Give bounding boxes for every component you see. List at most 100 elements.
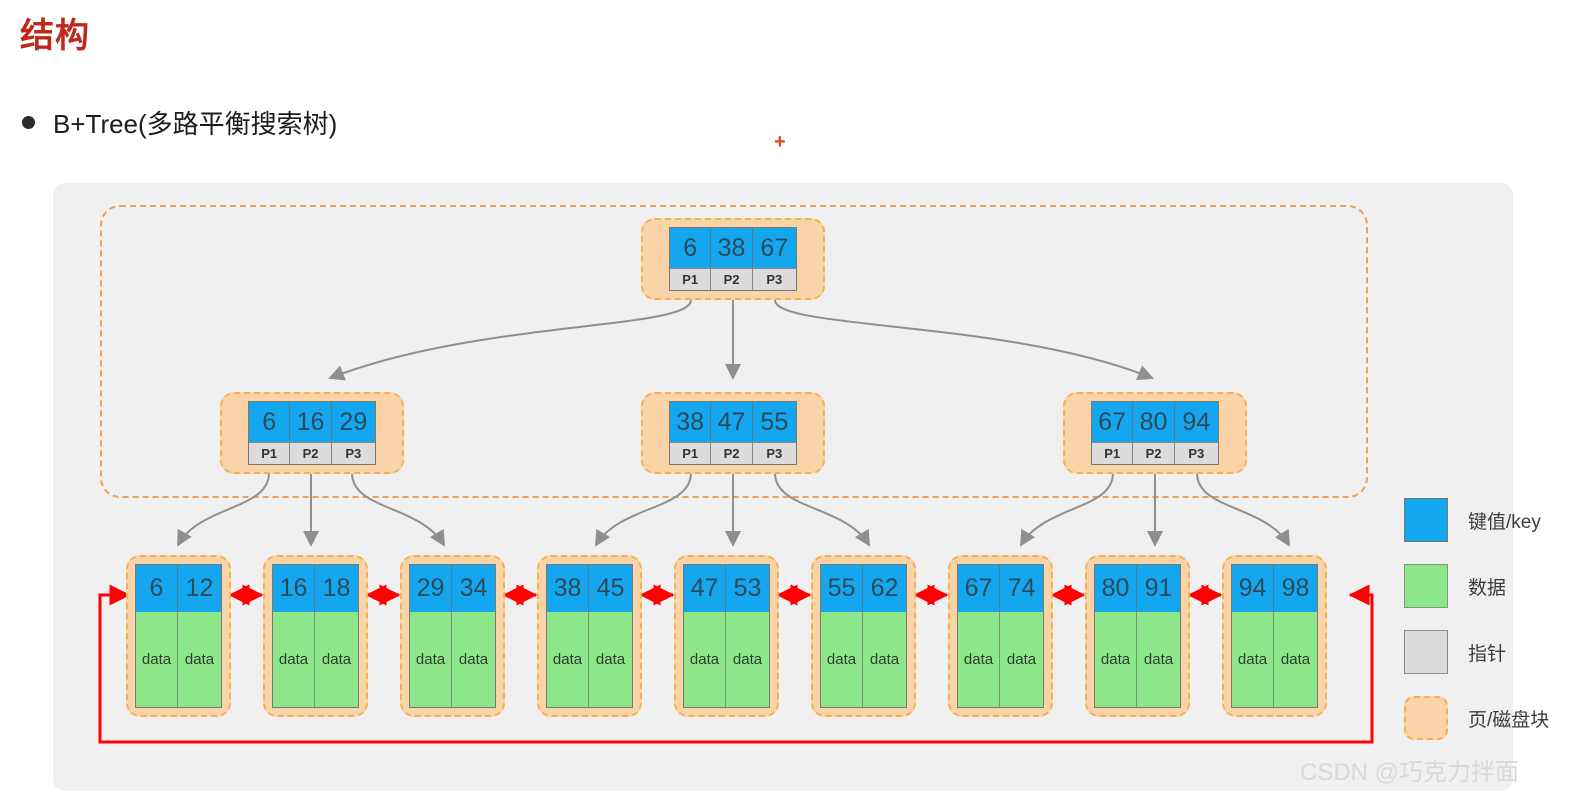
internal-pointer-cell[interactable]: P1 xyxy=(249,442,291,464)
leaf-key-cell[interactable]: 74 xyxy=(1000,565,1043,612)
leaf-page-box[interactable]: 80 91 data data xyxy=(1085,555,1190,717)
internal-pointer-cell[interactable]: P1 xyxy=(1092,442,1134,464)
leaf-data-cell[interactable]: data xyxy=(410,612,453,707)
leaf-key-cell[interactable]: 12 xyxy=(178,565,221,612)
leaf-key-cell[interactable]: 91 xyxy=(1137,565,1180,612)
leaf-key-row: 94 98 xyxy=(1232,565,1317,612)
leaf-key-row: 29 34 xyxy=(410,565,495,612)
leaf-key-cell[interactable]: 45 xyxy=(589,565,632,612)
leaf-key-cell[interactable]: 18 xyxy=(315,565,358,612)
leaf-node[interactable]: 29 34 data data xyxy=(409,564,496,708)
leaf-node[interactable]: 80 91 data data xyxy=(1094,564,1181,708)
leaf-page-box[interactable]: 94 98 data data xyxy=(1222,555,1327,717)
watermark: CSDN @巧克力拌面 xyxy=(1300,759,1520,786)
internal-key-cell[interactable]: 47 xyxy=(711,402,753,442)
root-pointer-cell[interactable]: P2 xyxy=(711,268,753,290)
internal-page-box[interactable]: 38 47 55 P1 P2 P3 xyxy=(641,392,825,474)
internal-pointer-row: P1 P2 P3 xyxy=(249,442,375,464)
leaf-data-cell[interactable]: data xyxy=(1095,612,1138,707)
internal-key-cell[interactable]: 80 xyxy=(1133,402,1175,442)
leaf-key-cell[interactable]: 67 xyxy=(958,565,1001,612)
leaf-data-cell[interactable]: data xyxy=(821,612,864,707)
root-key-cell[interactable]: 38 xyxy=(711,228,753,268)
leaf-page-box[interactable]: 55 62 data data xyxy=(811,555,916,717)
internal-page-box[interactable]: 67 80 94 P1 P2 P3 xyxy=(1063,392,1247,474)
leaf-key-cell[interactable]: 94 xyxy=(1232,565,1275,612)
leaf-node[interactable]: 16 18 data data xyxy=(272,564,359,708)
root-pointer-cell[interactable]: P1 xyxy=(670,268,712,290)
leaf-node[interactable]: 38 45 data data xyxy=(546,564,633,708)
internal-pointer-row: P1 P2 P3 xyxy=(1092,442,1218,464)
legend-swatch-pointer-icon xyxy=(1404,630,1448,674)
leaf-data-cell[interactable]: data xyxy=(547,612,590,707)
internal-key-cell[interactable]: 16 xyxy=(290,402,332,442)
root-key-cell[interactable]: 67 xyxy=(752,228,796,268)
internal-pointer-cell[interactable]: P2 xyxy=(290,442,332,464)
leaf-page-box[interactable]: 38 45 data data xyxy=(537,555,642,717)
leaf-data-cell[interactable]: data xyxy=(273,612,316,707)
root-node[interactable]: 6 38 67 P1 P2 P3 xyxy=(669,227,797,291)
leaf-data-cell[interactable]: data xyxy=(178,612,221,707)
leaf-key-cell[interactable]: 98 xyxy=(1274,565,1317,612)
leaf-data-cell[interactable]: data xyxy=(589,612,632,707)
leaf-node[interactable]: 67 74 data data xyxy=(957,564,1044,708)
leaf-key-cell[interactable]: 6 xyxy=(136,565,179,612)
leaf-data-row: data data xyxy=(410,612,495,707)
leaf-key-cell[interactable]: 55 xyxy=(821,565,864,612)
internal-key-cell[interactable]: 94 xyxy=(1174,402,1218,442)
root-page-box[interactable]: 6 38 67 P1 P2 P3 xyxy=(641,218,825,300)
internal-key-cell[interactable]: 67 xyxy=(1092,402,1134,442)
leaf-page-box[interactable]: 47 53 data data xyxy=(674,555,779,717)
leaf-data-cell[interactable]: data xyxy=(315,612,358,707)
leaf-page-box[interactable]: 16 18 data data xyxy=(263,555,368,717)
internal-pointer-cell[interactable]: P3 xyxy=(331,442,375,464)
leaf-data-cell[interactable]: data xyxy=(452,612,495,707)
leaf-key-cell[interactable]: 47 xyxy=(684,565,727,612)
leaf-key-cell[interactable]: 29 xyxy=(410,565,453,612)
internal-pointer-cell[interactable]: P3 xyxy=(752,442,796,464)
internal-node[interactable]: 6 16 29 P1 P2 P3 xyxy=(248,401,376,465)
root-pointer-cell[interactable]: P3 xyxy=(752,268,796,290)
internal-key-cell[interactable]: 29 xyxy=(331,402,375,442)
leaf-key-cell[interactable]: 34 xyxy=(452,565,495,612)
internal-pointer-cell[interactable]: P2 xyxy=(1133,442,1175,464)
internal-key-cell[interactable]: 55 xyxy=(752,402,796,442)
internal-pointer-cell[interactable]: P1 xyxy=(670,442,712,464)
internal-pointer-cell[interactable]: P2 xyxy=(711,442,753,464)
leaf-node[interactable]: 94 98 data data xyxy=(1231,564,1318,708)
leaf-page-box[interactable]: 67 74 data data xyxy=(948,555,1053,717)
leaf-data-cell[interactable]: data xyxy=(958,612,1001,707)
bullet-label: B+Tree(多路平衡搜索树) xyxy=(53,109,338,139)
leaf-data-cell[interactable]: data xyxy=(1000,612,1043,707)
internal-node[interactable]: 38 47 55 P1 P2 P3 xyxy=(669,401,797,465)
leaf-key-cell[interactable]: 80 xyxy=(1095,565,1138,612)
legend-label-pointer: 指针 xyxy=(1468,643,1507,665)
legend-swatch-data-icon xyxy=(1404,564,1448,608)
leaf-node[interactable]: 55 62 data data xyxy=(820,564,907,708)
leaf-key-row: 80 91 xyxy=(1095,565,1180,612)
internal-key-cell[interactable]: 38 xyxy=(670,402,712,442)
root-key-cell[interactable]: 6 xyxy=(670,228,712,268)
internal-key-row: 6 16 29 xyxy=(249,402,375,442)
leaf-key-cell[interactable]: 53 xyxy=(726,565,769,612)
leaf-data-row: data data xyxy=(136,612,221,707)
internal-page-box[interactable]: 6 16 29 P1 P2 P3 xyxy=(220,392,404,474)
internal-key-cell[interactable]: 6 xyxy=(249,402,291,442)
leaf-page-box[interactable]: 6 12 data data xyxy=(126,555,231,717)
leaf-data-cell[interactable]: data xyxy=(863,612,906,707)
leaf-node[interactable]: 6 12 data data xyxy=(135,564,222,708)
internal-pointer-cell[interactable]: P3 xyxy=(1174,442,1218,464)
leaf-node[interactable]: 47 53 data data xyxy=(683,564,770,708)
leaf-data-cell[interactable]: data xyxy=(1137,612,1180,707)
leaf-data-cell[interactable]: data xyxy=(1274,612,1317,707)
leaf-data-cell[interactable]: data xyxy=(684,612,727,707)
leaf-data-cell[interactable]: data xyxy=(136,612,179,707)
leaf-key-cell[interactable]: 62 xyxy=(863,565,906,612)
leaf-key-cell[interactable]: 38 xyxy=(547,565,590,612)
internal-node[interactable]: 67 80 94 P1 P2 P3 xyxy=(1091,401,1219,465)
leaf-data-cell[interactable]: data xyxy=(726,612,769,707)
leaf-key-cell[interactable]: 16 xyxy=(273,565,316,612)
leaf-page-box[interactable]: 29 34 data data xyxy=(400,555,505,717)
legend-label-data: 数据 xyxy=(1468,577,1507,599)
leaf-data-cell[interactable]: data xyxy=(1232,612,1275,707)
